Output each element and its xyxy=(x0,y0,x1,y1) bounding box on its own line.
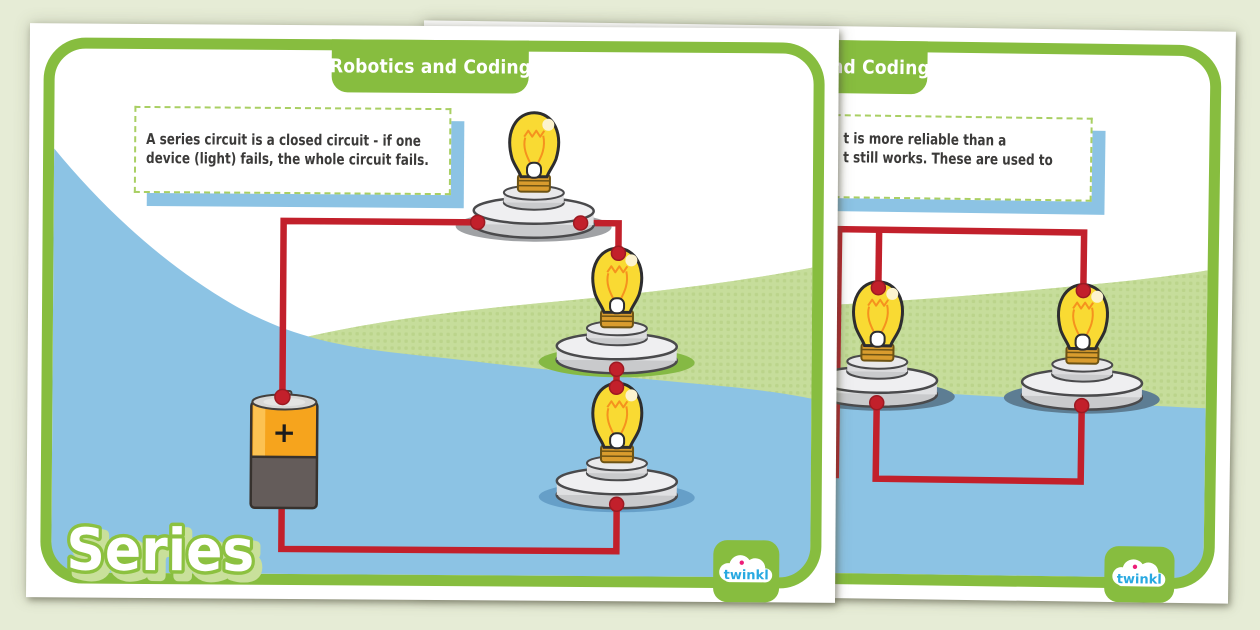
twinkl-logo: twinkl xyxy=(1112,559,1166,588)
description-text: A series circuit is a closed circuit - i… xyxy=(146,130,429,170)
twinkl-logo-tab: twinkl xyxy=(712,539,780,603)
card-title-text: Series xyxy=(66,515,254,584)
description-line: A series circuit is a closed circuit - i… xyxy=(146,129,421,150)
twinkl-logo-tab: twinkl xyxy=(1103,545,1175,603)
series-circuit-scene: + xyxy=(51,110,813,578)
twinkl-logo: twinkl xyxy=(719,555,773,583)
twinkl-logo-text: twinkl xyxy=(724,568,769,583)
twinkl-logo-text: twinkl xyxy=(1117,572,1162,588)
wire-connector-dots xyxy=(868,279,1092,414)
description-text: t is more reliable than a t still works.… xyxy=(843,129,1053,170)
header-badge-label: Robotics and Coding xyxy=(329,54,531,79)
series-circuit-card: + Robotics and Coding A series circuit i… xyxy=(26,23,839,603)
battery-positive-sign: + xyxy=(272,416,296,449)
description-line: device (light) fails, the whole circuit … xyxy=(146,148,429,169)
cloud-icon xyxy=(719,555,773,583)
card-title-shadow: Series xyxy=(72,521,260,590)
cloud-icon xyxy=(1112,559,1166,587)
logo-i-dot xyxy=(739,560,744,565)
parallel-circuit-wires xyxy=(832,225,1088,485)
description-line: t still works. These are used to xyxy=(843,148,1053,170)
card-title: Series Series xyxy=(63,512,266,596)
header-badge: Robotics and Coding xyxy=(329,39,531,94)
logo-i-dot xyxy=(1132,564,1138,570)
battery: + xyxy=(249,389,319,510)
wire-connector-dots xyxy=(274,214,627,513)
